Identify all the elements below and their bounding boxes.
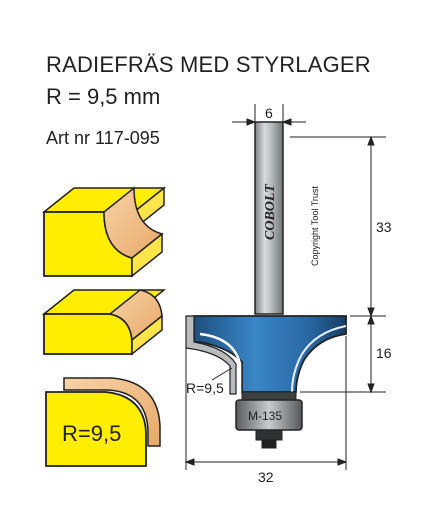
brand-label: COBOLT <box>263 183 278 240</box>
bearing-label: M-135 <box>248 409 282 423</box>
dim-shank-diameter: 6 <box>265 105 273 121</box>
router-bit: COBOLT M-135 R=9,5 <box>185 121 347 449</box>
dim-shank-length: 33 <box>376 219 392 235</box>
wood-profile-before <box>41 186 167 278</box>
wood-profile-after <box>41 289 167 356</box>
copyright-text: Copyright Tool Trust <box>310 186 320 266</box>
article-number: Art nr 117-095 <box>46 128 160 148</box>
page-subtitle: R = 9,5 mm <box>46 84 161 109</box>
wood-profile-radius: R=9,5 <box>45 377 161 467</box>
dimension-lines <box>184 104 386 470</box>
dim-cutting-diameter: 32 <box>258 469 274 485</box>
dim-cutting-height: 16 <box>376 345 392 361</box>
profile-radius-label: R=9,5 <box>62 421 121 446</box>
bit-radius-label: R=9,5 <box>186 380 224 396</box>
page-title: RADIEFRÄS MED STYRLAGER <box>46 52 371 77</box>
